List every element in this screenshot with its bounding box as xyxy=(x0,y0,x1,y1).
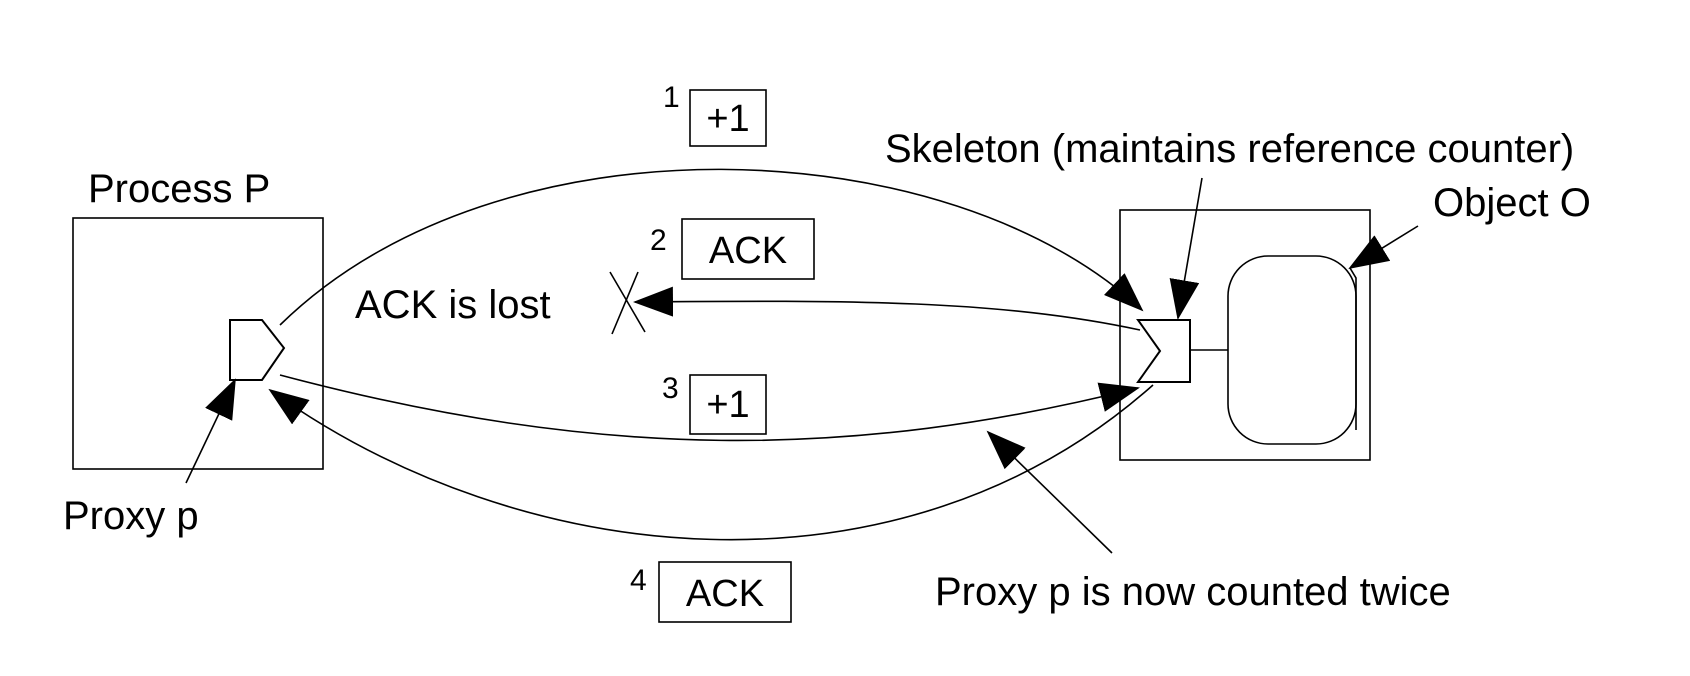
object-edge xyxy=(1349,267,1357,430)
lost-cross-icon xyxy=(609,271,646,335)
ack-lost-label: ACK is lost xyxy=(355,283,551,327)
server-box xyxy=(1119,209,1371,461)
message-3-box xyxy=(689,374,767,435)
object-label: Object O xyxy=(1433,181,1591,225)
message-1-step: 1 xyxy=(663,81,680,114)
process-box xyxy=(72,217,324,470)
message-4-box xyxy=(658,561,792,623)
proxy-shape xyxy=(229,319,286,381)
skeleton-pointer-arrow xyxy=(1169,177,1203,320)
skeleton-label: Skeleton (maintains reference counter) xyxy=(885,127,1574,171)
counted-twice-pointer-arrow xyxy=(986,430,1113,554)
message-2-step: 2 xyxy=(650,224,667,257)
object-pointer-arrow xyxy=(1348,225,1419,270)
message-3-step: 3 xyxy=(662,372,679,405)
object-shape xyxy=(1227,255,1357,445)
message-2-arrow xyxy=(633,286,1141,331)
message-4-step: 4 xyxy=(630,564,647,597)
process-label: Process P xyxy=(88,167,270,211)
message-2-text: ACK xyxy=(709,230,787,272)
skeleton-shape xyxy=(1136,319,1191,383)
message-3-arrow xyxy=(279,374,1140,442)
proxy-label: Proxy p xyxy=(63,494,199,538)
message-4-text: ACK xyxy=(686,573,764,615)
message-1-box xyxy=(689,89,767,147)
message-3-text: +1 xyxy=(706,384,749,426)
message-4-arrow xyxy=(268,384,1154,541)
counted-twice-label: Proxy p is now counted twice xyxy=(935,570,1451,614)
proxy-pointer-arrow xyxy=(185,378,236,484)
message-1-text: +1 xyxy=(706,98,749,140)
message-1-arrow xyxy=(279,168,1144,326)
message-2-box xyxy=(681,218,815,280)
